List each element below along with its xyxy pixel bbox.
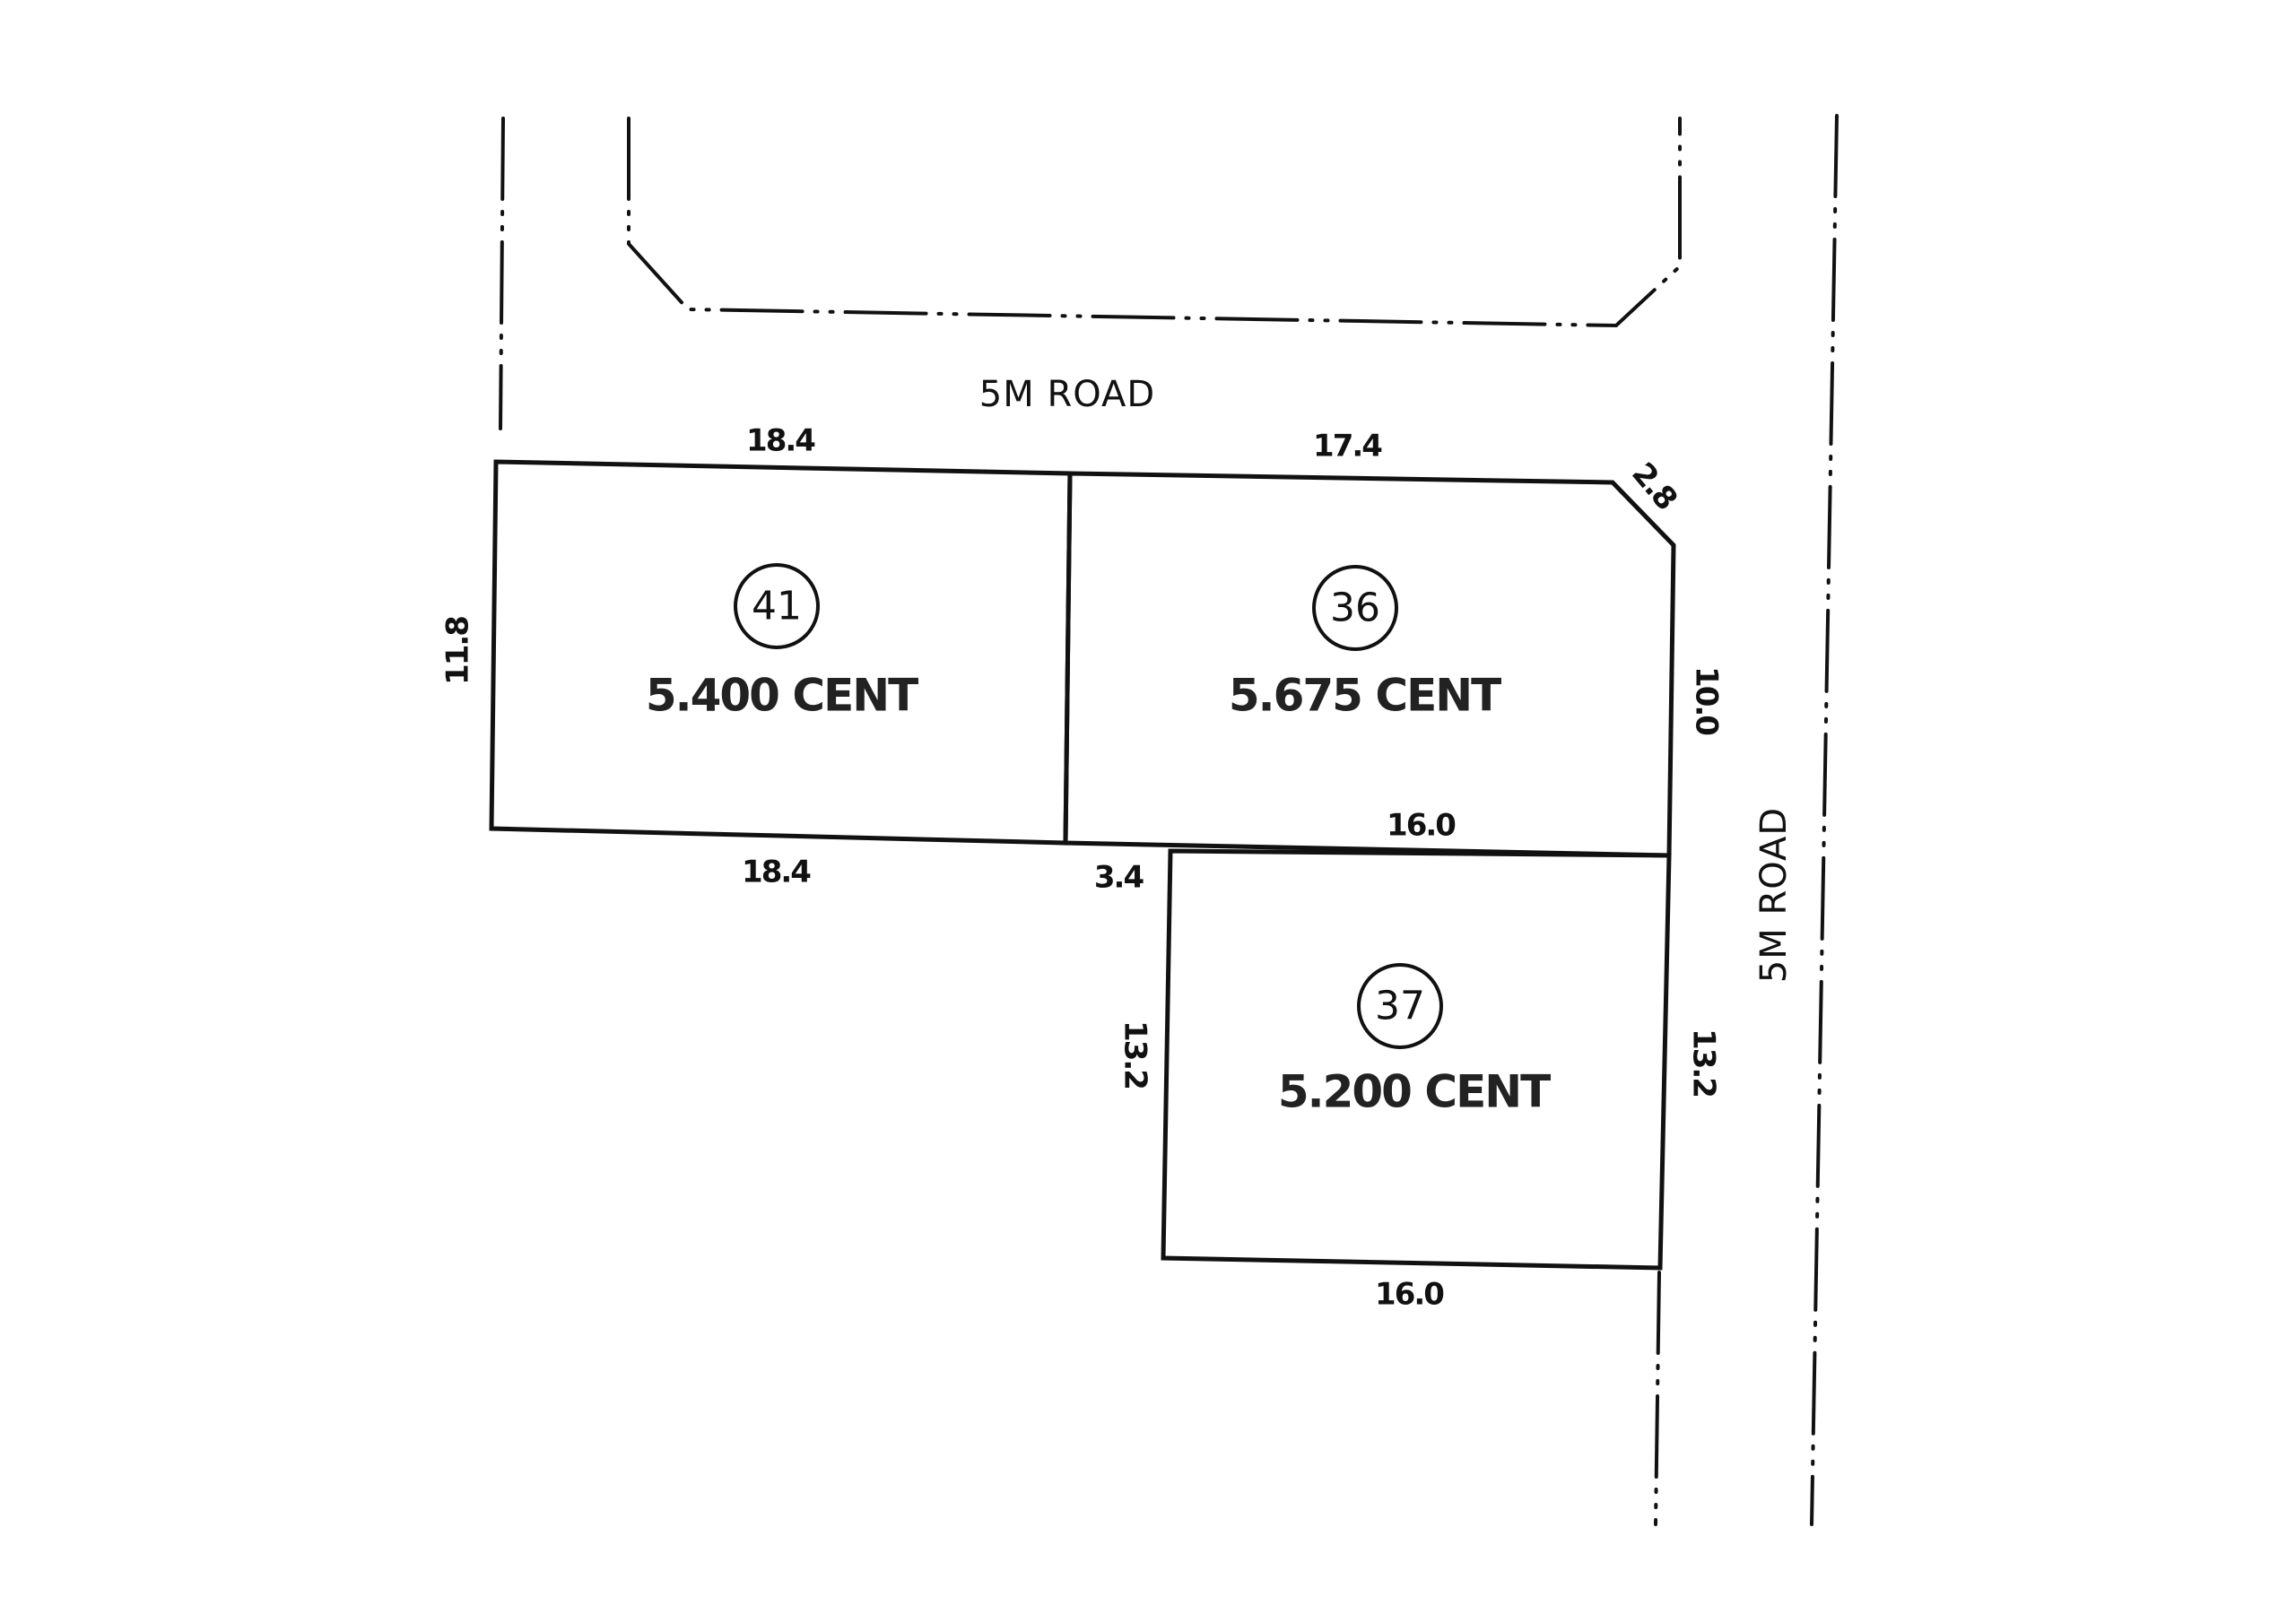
plot-36-number: 36 [1330,586,1380,631]
dim-offset: 3.4 [1094,860,1144,896]
dim-41-top: 18.4 [746,423,815,459]
road-boundary-left [499,117,505,430]
road-boundary-right [1810,114,1839,1526]
road-label-right: 5M ROAD [1753,807,1795,983]
plot-37-boundary[interactable] [1161,848,1672,1271]
dim-36-right: 10.0 [1689,666,1725,735]
plot-41-number-circle [734,563,820,649]
plot-41-number: 41 [752,584,802,629]
plot-37-number-circle [1357,963,1443,1049]
dim-36-bottom: 16.0 [1387,808,1456,844]
plot-36-number-circle [1312,565,1398,651]
road-boundary-top-inner [627,117,1682,328]
dim-36-top: 17.4 [1313,429,1382,464]
dim-37-bottom: 16.0 [1375,1277,1444,1313]
dim-41-left: 11.8 [440,617,476,685]
plot-36-boundary[interactable] [1063,471,1676,858]
road-boundary-lower [1654,1271,1661,1526]
plot-37-area: 5.200 CENT [1278,1066,1551,1118]
dim-37-left: 13.2 [1118,1020,1153,1089]
plot-37-number: 37 [1375,984,1425,1029]
dim-41-bottom: 18.4 [742,855,811,890]
plot-41-area: 5.400 CENT [646,670,918,722]
dim-37-right: 13.2 [1686,1028,1722,1097]
plot-41-boundary[interactable] [489,459,1073,846]
dim-36-chamfer: 2.8 [1624,456,1683,516]
plot-36-area: 5.675 CENT [1229,670,1501,722]
road-label-top: 5M ROAD [979,374,1155,415]
